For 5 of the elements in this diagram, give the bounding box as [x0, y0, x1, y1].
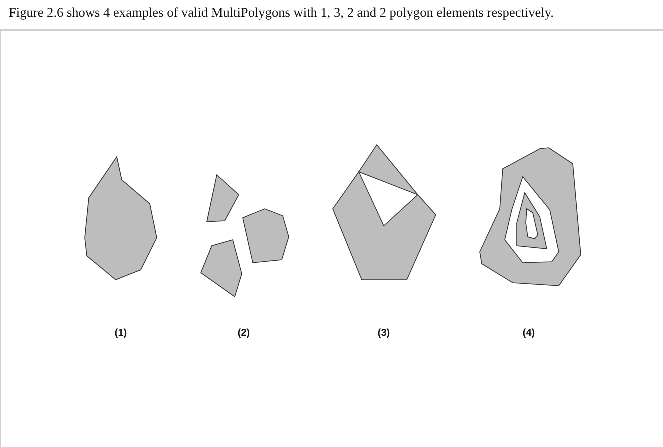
- figure-label: (1): [114, 328, 128, 339]
- figure-label: (2): [238, 328, 250, 339]
- figure-label: (3): [378, 328, 390, 339]
- figure-label: (4): [522, 328, 536, 339]
- figure-caption: Figure 2.6 shows 4 examples of valid MultiPolygons with 1, 3, 2 and 2 polygon elements respectively.: [9, 5, 554, 21]
